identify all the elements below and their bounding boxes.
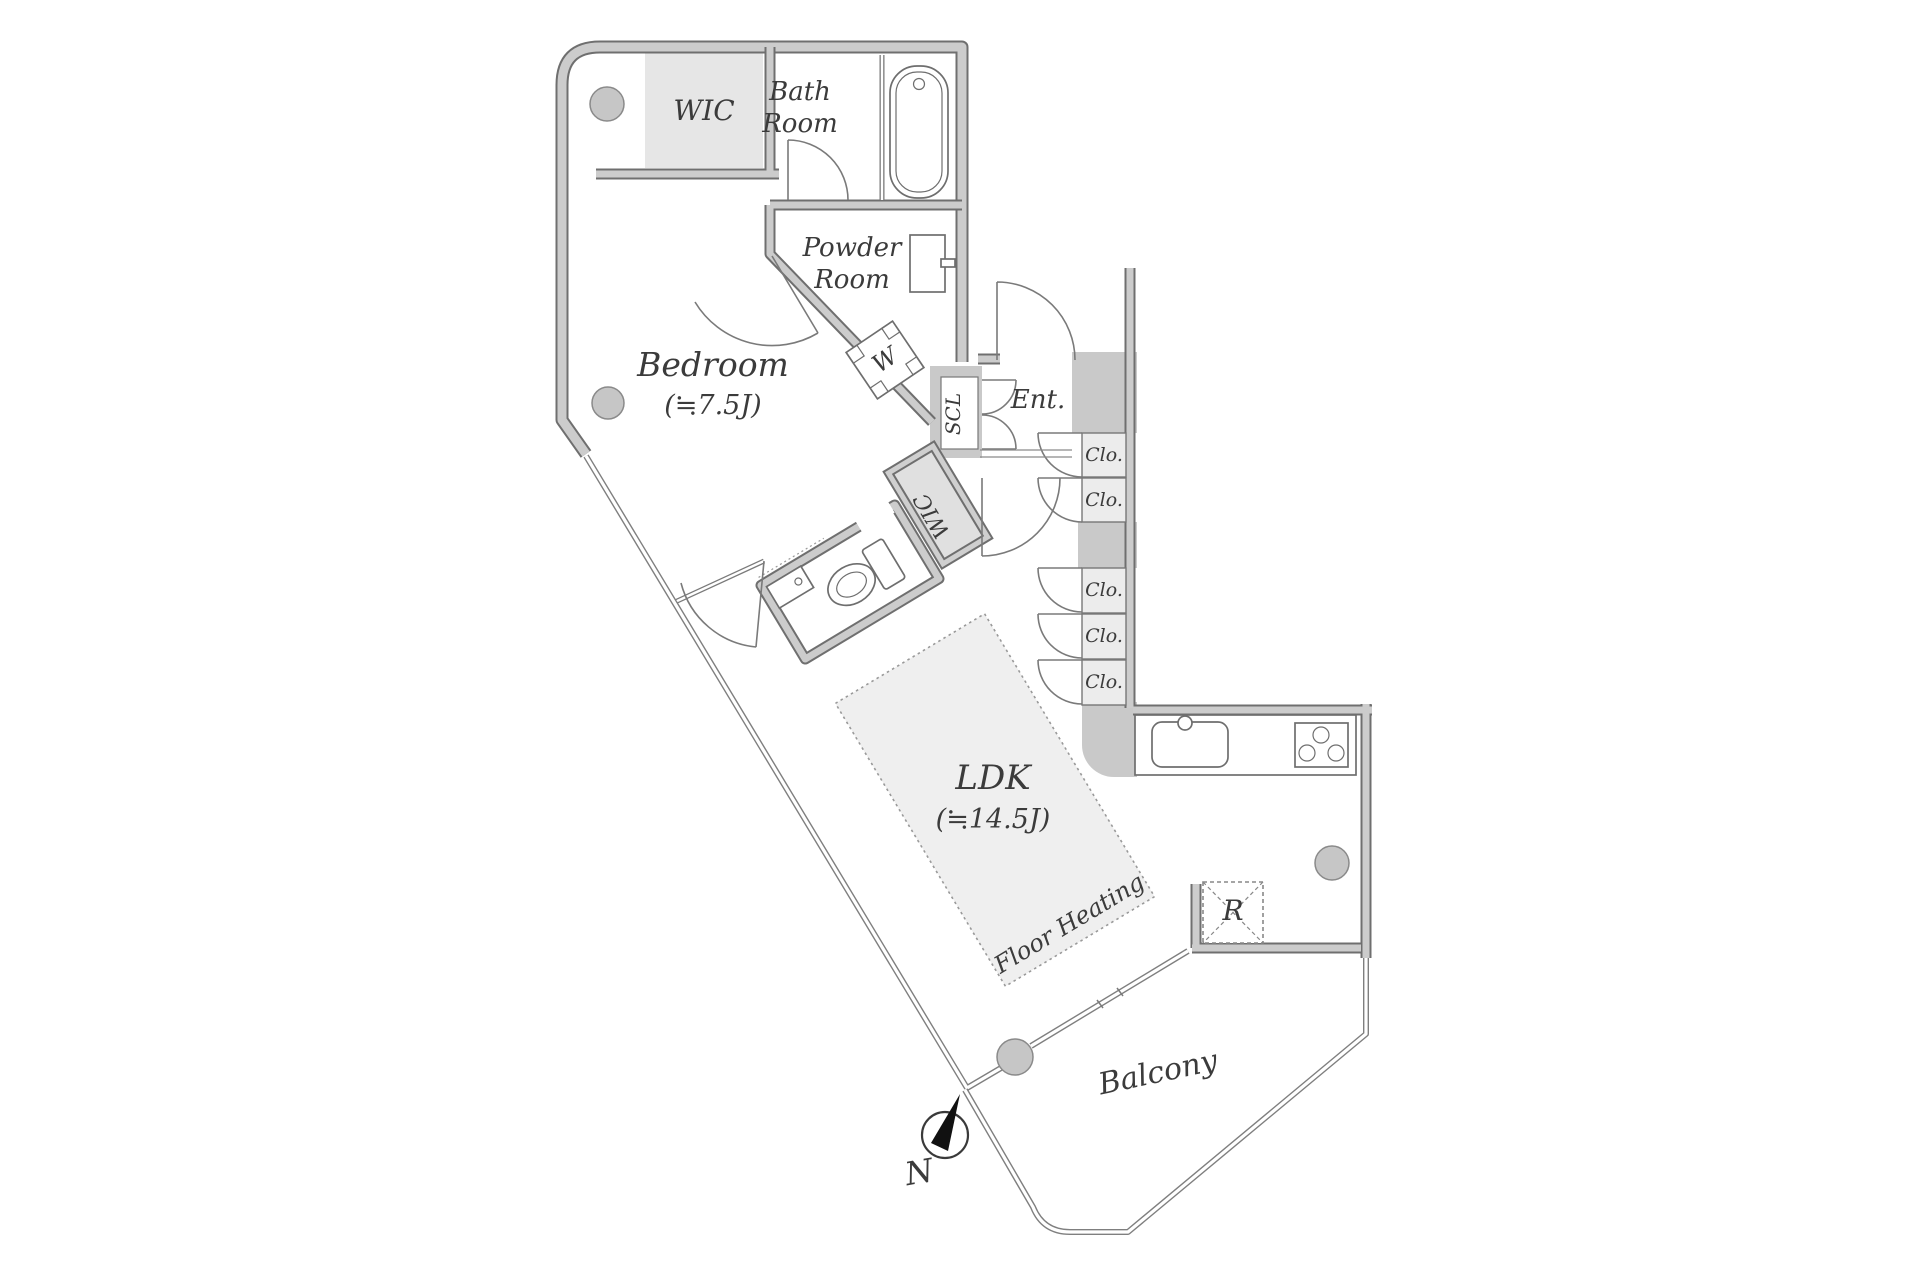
bedroom-ldk-door-arc <box>680 560 765 648</box>
closet-label: Clo. <box>1085 671 1123 693</box>
pillar <box>1314 845 1350 881</box>
toilet-sink <box>765 564 815 610</box>
compass-north-label: N <box>901 1151 937 1194</box>
wic-middle-room <box>882 440 994 570</box>
closet-label: Clo. <box>1085 625 1123 647</box>
bathroom-label-line2: Room <box>761 109 838 139</box>
powder-room-label-line2: Room <box>813 265 890 295</box>
balcony-label: Balcony <box>1094 1043 1221 1103</box>
refrigerator-box <box>1202 881 1264 944</box>
refrigerator-label: R <box>1221 894 1243 927</box>
closet-box <box>1081 659 1127 706</box>
ldk-label: LDK <box>954 758 1033 798</box>
toilet-room <box>755 499 945 665</box>
closet-door-arc <box>1037 477 1083 523</box>
bathroom-label-line1: Bath <box>768 77 831 107</box>
cabinet-handle <box>940 258 956 268</box>
toilet-sink-faucet-icon <box>794 577 803 586</box>
toilet-tank <box>861 538 906 590</box>
bathroom-door-arc <box>787 139 849 201</box>
kitchen-corner-wall-block <box>1078 702 1137 777</box>
door-arcs <box>680 139 1083 705</box>
powder-cabinet <box>909 234 956 293</box>
shoe-closet-inner <box>940 376 979 450</box>
closet-door-arc <box>1037 567 1083 613</box>
kitchen-counter <box>1134 714 1357 776</box>
entrance-step <box>980 449 1072 458</box>
burner-icon <box>1298 744 1316 762</box>
bedroom-size-label: (≒7.5J) <box>664 390 761 421</box>
toilet-door-opening <box>855 501 895 533</box>
front-door-arc <box>996 281 1076 361</box>
burner-icon <box>1312 726 1330 744</box>
entrance-label: Ent. <box>1010 385 1065 415</box>
burner-icon <box>1327 744 1345 762</box>
closet-label: Clo. <box>1085 579 1123 601</box>
closet-box <box>1081 477 1127 523</box>
bathtub <box>889 65 949 199</box>
pillar <box>996 1038 1034 1076</box>
hall-door-arc <box>981 477 1061 557</box>
closet-box <box>1081 567 1127 614</box>
scl-door-arc <box>981 379 1017 415</box>
closet-box <box>1081 432 1127 478</box>
balcony-door-ticks <box>1096 987 1124 1009</box>
scl-door-arc <box>981 414 1017 450</box>
closet-door-arc <box>1037 613 1083 659</box>
compass-icon: N <box>901 1094 970 1194</box>
closet-boxes <box>1081 432 1127 706</box>
shoe-closet-label: SCL <box>941 393 965 435</box>
closet-label: Clo. <box>1085 489 1123 511</box>
bedroom-label: Bedroom <box>636 345 789 384</box>
stove <box>1294 722 1349 768</box>
pillar <box>589 86 625 122</box>
ldk-size-label: (≒14.5J) <box>936 804 1051 835</box>
powder-room-label-line1: Powder <box>802 233 903 263</box>
wic-middle-area <box>888 446 988 564</box>
closet-box <box>1081 613 1127 660</box>
kitchen-faucet-icon <box>1177 715 1193 731</box>
closet-door-arc <box>1037 432 1083 478</box>
closet-door-arc <box>1037 659 1083 705</box>
bath-faucet-icon <box>912 77 926 91</box>
washing-machine-icon: W <box>844 319 926 401</box>
wic-upper-label: WIC <box>673 94 734 127</box>
floor-heating-area <box>834 612 1156 988</box>
wic-upper-area <box>645 53 763 168</box>
bedroom-north-door-arc <box>694 255 819 347</box>
compass-needle <box>931 1094 960 1151</box>
closet-label: Clo. <box>1085 444 1123 466</box>
pillar <box>591 386 625 420</box>
